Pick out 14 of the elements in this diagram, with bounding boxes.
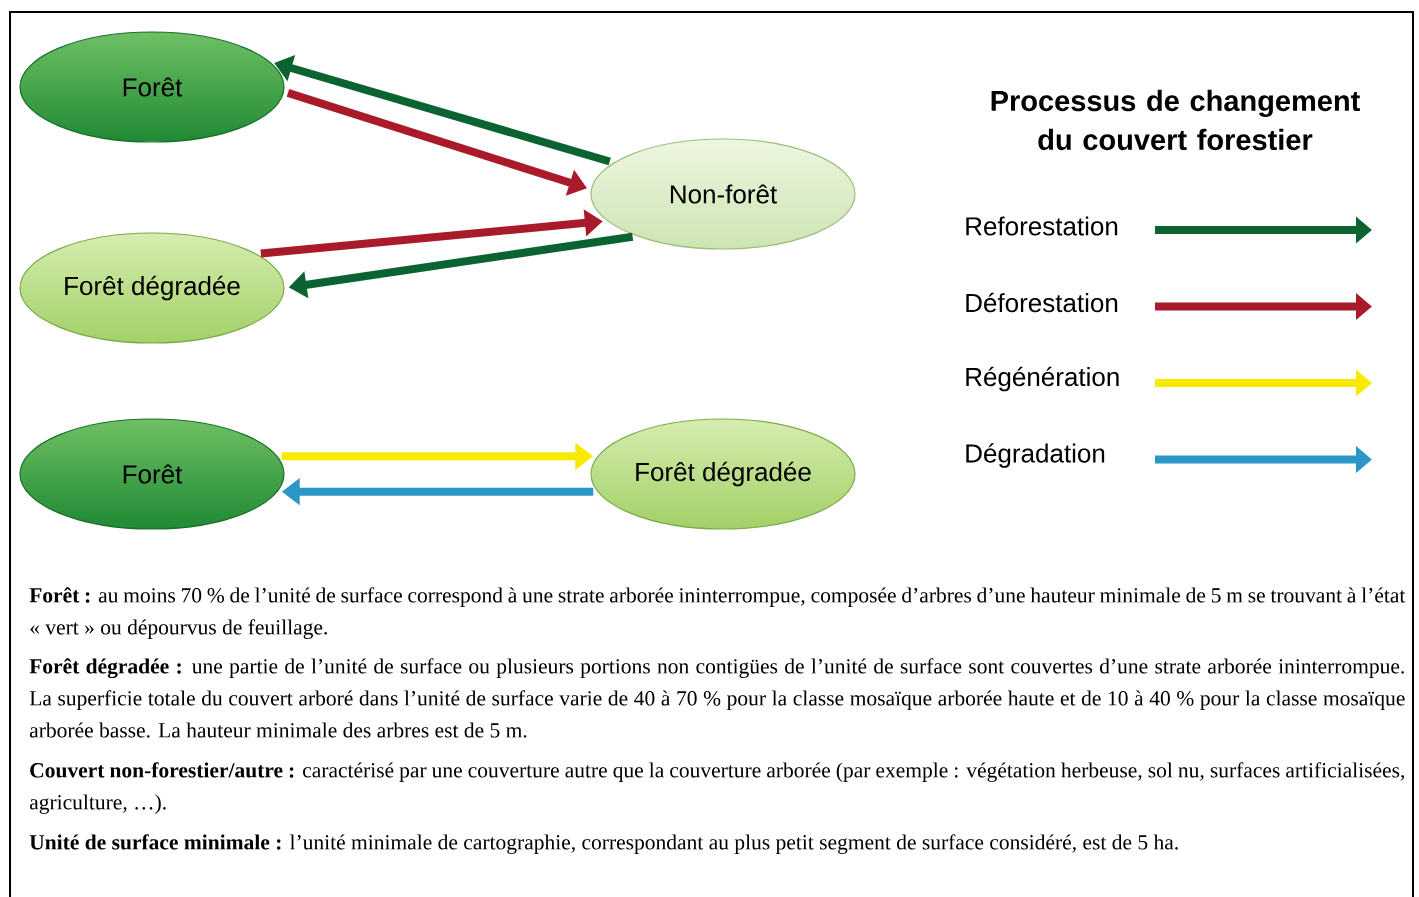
legend-label: Dégradation	[966, 443, 1105, 468]
legend-label: Régénération	[966, 366, 1119, 392]
ellipse-node: Forêt	[19, 418, 285, 530]
definition-text: Forêt : au moins 70 % de l’unité de surface correspond à une strate arborée ininterrompue, composée d’arbres d’une hauteur minimale de 5 m se trouvant à l’état « vert » ou dépourvus de feuillage.	[29, 587, 1406, 639]
legend-title: Processus de changement du couvert forestier	[991, 89, 1360, 151]
definition-text: Forêt dégradée : une partie de l’unité de surface ou plusieurs portions non contigües de l’unité de surface sont couvertes d’une strate arborée ininterrompue. La superficie totale du couvert arboré dans l’unité de surface varie de 40 à 70 % pour la classe mosaïque arborée haute et de 10 à 40 % pour la classe mosaïque arborée basse. La hauteur minimale des arbres est de 5 m.	[29, 658, 1405, 738]
definition-text: Unité de surface minimale : l’unité minimale de cartographie, correspondant au plus petit segment de surface considéré, est de 5 ha.	[29, 834, 1178, 854]
definition-text: Couvert non-forestier/autre : caractérisé par une couverture autre que la couverture arborée (par exemple : végétation herbeuse, sol nu, surfaces artificialisées, agriculture, …).	[29, 762, 1404, 814]
ellipse-node: Non-forêt	[590, 138, 856, 250]
ellipse-node: Forêt dégradée	[590, 418, 856, 530]
legend-label: Reforestation	[966, 216, 1118, 236]
ellipse-node: Forêt dégradée	[19, 232, 285, 344]
legend-label: Déforestation	[966, 292, 1118, 313]
ellipse-node: Forêt	[19, 31, 285, 143]
